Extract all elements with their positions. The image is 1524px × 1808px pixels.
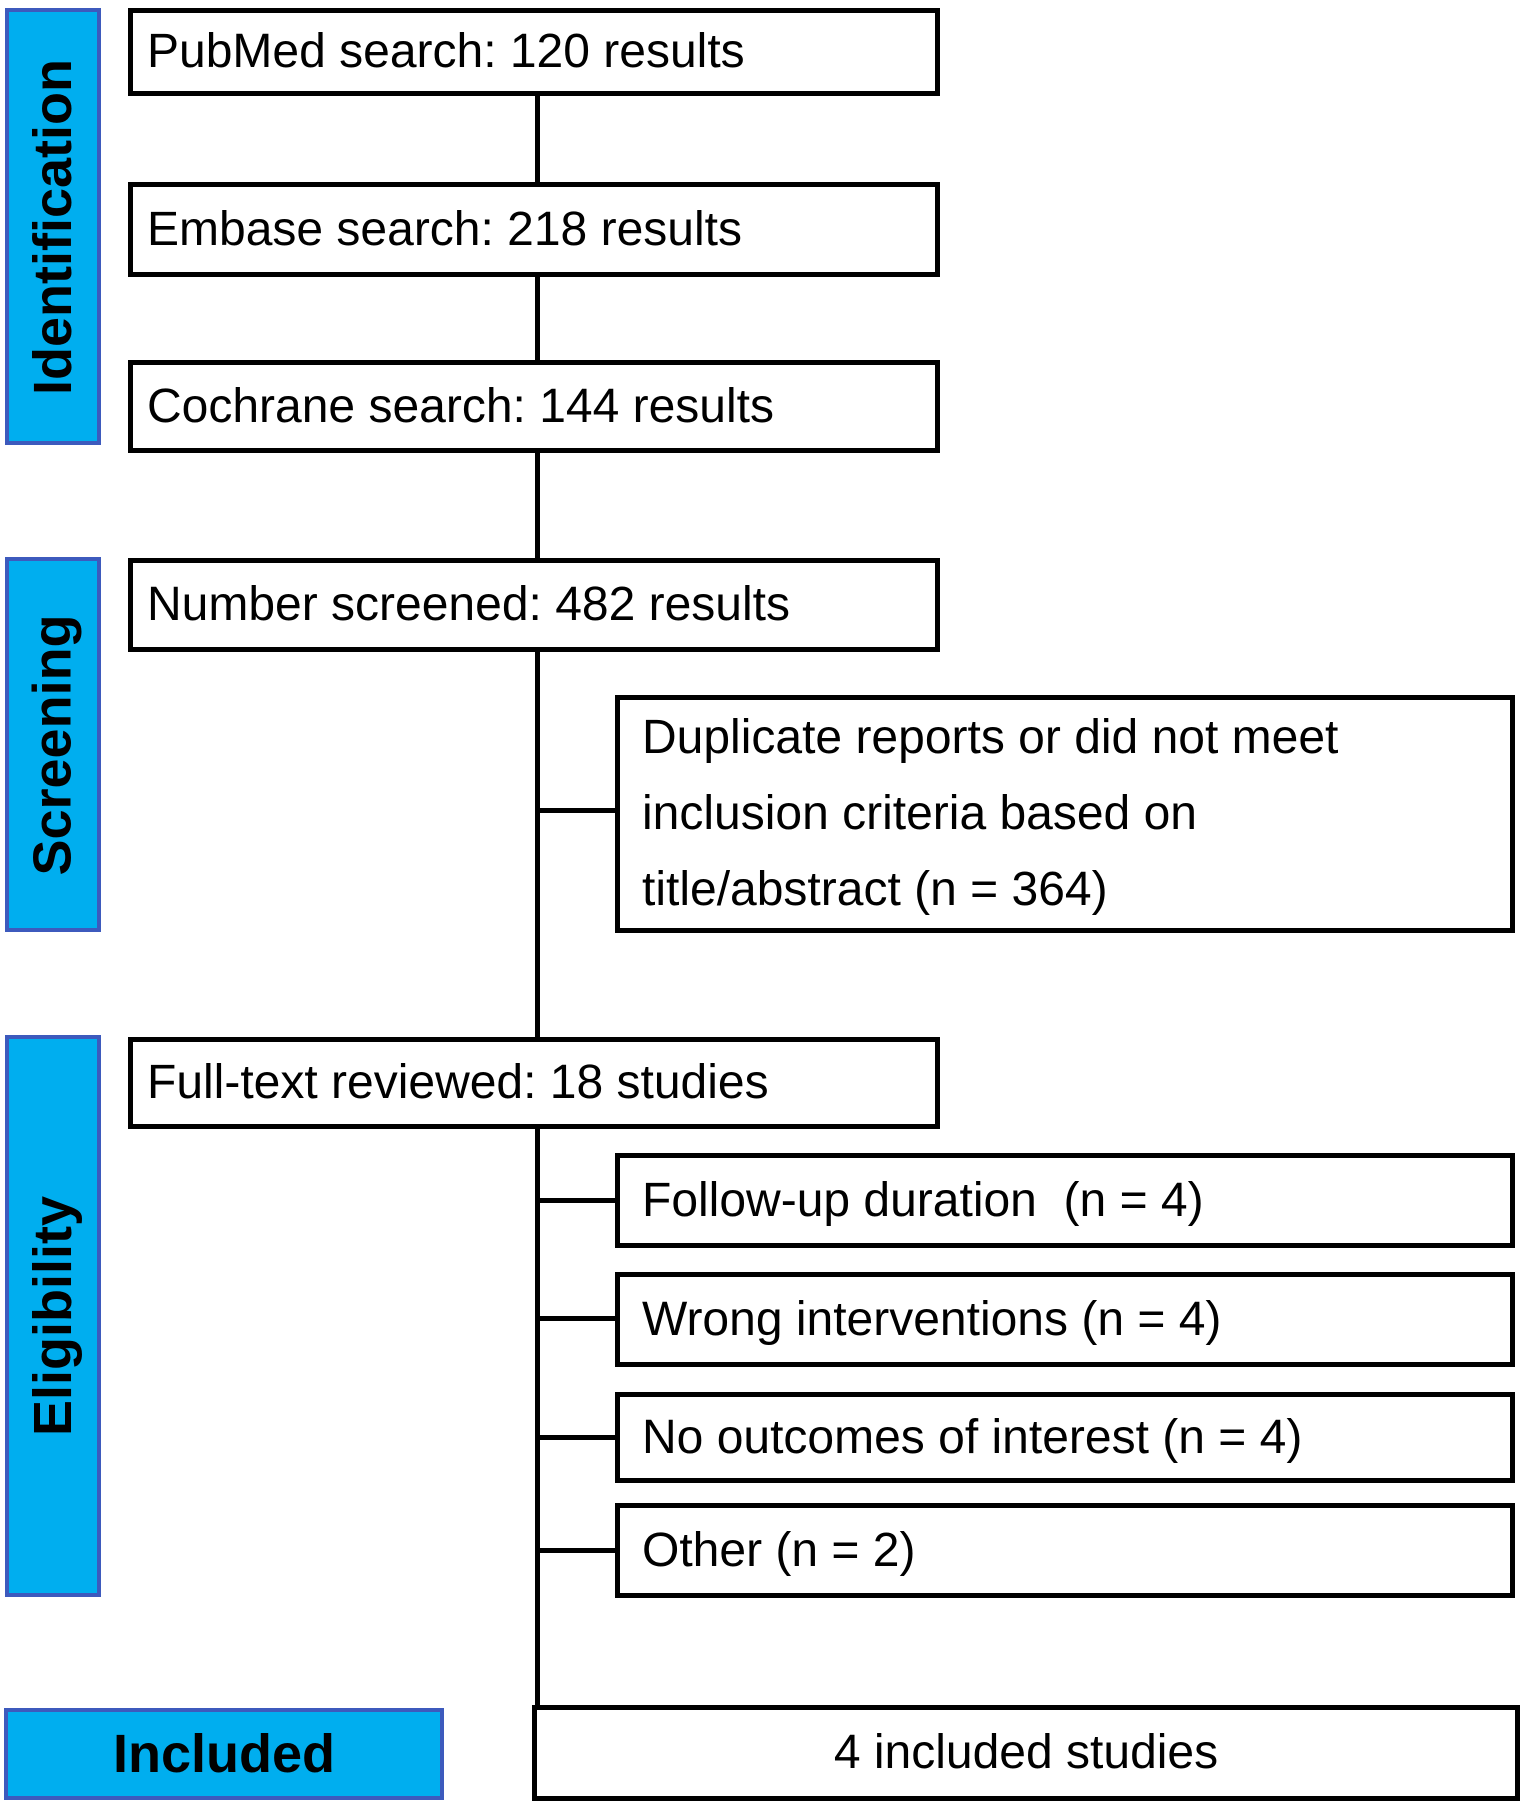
box-excluded-followup-duration: Follow-up duration (n = 4) [615,1153,1515,1248]
box-embase-search-text: Embase search: 218 results [147,202,742,256]
box-cochrane-search: Cochrane search: 144 results [128,360,940,453]
box-excluded-other: Other (n = 2) [615,1503,1515,1598]
box-excluded-followup-duration-text: Follow-up duration (n = 4) [642,1173,1204,1227]
box-excluded-other-text: Other (n = 2) [642,1523,916,1577]
connector-stub-no-outcomes [537,1435,617,1440]
box-included-studies-text: 4 included studies [833,1726,1219,1780]
box-excluded-duplicates-text: Duplicate reports or did not meet inclus… [642,711,1339,916]
box-excluded-wrong-interventions: Wrong interventions (n = 4) [615,1272,1515,1367]
box-cochrane-search-text: Cochrane search: 144 results [147,379,774,433]
stage-label-identification: Identification [5,8,101,445]
box-excluded-no-outcomes-text: No outcomes of interest (n = 4) [642,1410,1303,1464]
connector-stub-wrong-interventions [537,1316,617,1321]
stage-label-included: Included [4,1708,444,1800]
box-excluded-no-outcomes: No outcomes of interest (n = 4) [615,1392,1515,1483]
stage-label-eligibility: Eligibility [5,1035,101,1597]
box-full-text-reviewed-text: Full-text reviewed: 18 studies [147,1056,769,1110]
box-excluded-wrong-interventions-text: Wrong interventions (n = 4) [642,1292,1222,1346]
stage-label-screening-text: Screening [23,613,83,876]
connector-stub-other [537,1548,617,1553]
connector-stub-duplicates [537,808,617,813]
stage-label-eligibility-text: Eligibility [23,1195,83,1437]
stage-label-included-text: Included [112,1724,335,1784]
connector-main-vertical [535,95,540,1707]
stage-label-screening: Screening [5,557,101,932]
box-included-studies: 4 included studies [532,1705,1520,1801]
box-embase-search: Embase search: 218 results [128,182,940,277]
box-pubmed-search: PubMed search: 120 results [128,8,940,96]
box-full-text-reviewed: Full-text reviewed: 18 studies [128,1037,940,1129]
stage-label-identification-text: Identification [23,58,83,395]
box-number-screened: Number screened: 482 results [128,558,940,652]
connector-stub-followup [537,1198,617,1203]
box-pubmed-search-text: PubMed search: 120 results [147,25,745,79]
box-number-screened-text: Number screened: 482 results [147,578,790,632]
box-excluded-duplicates: Duplicate reports or did not meet inclus… [615,695,1515,933]
